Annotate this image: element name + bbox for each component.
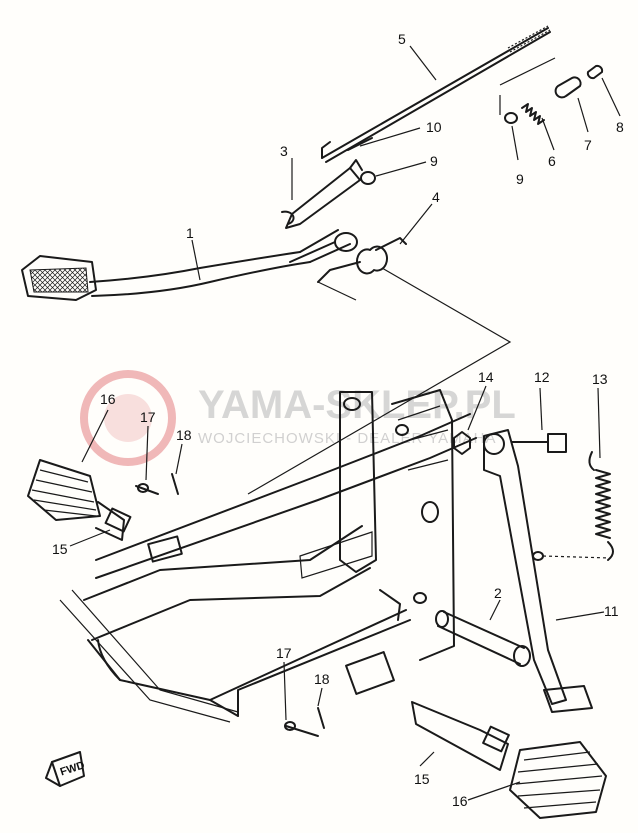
callout-1: 1: [186, 225, 194, 241]
callout-15-right: 15: [414, 771, 430, 787]
callout-17-right: 17: [276, 645, 292, 661]
callout-18-right: 18: [314, 671, 330, 687]
cotter-18-left: [171, 473, 179, 495]
watermark-logo-core: [104, 394, 152, 442]
frame: [59, 389, 477, 723]
watermark: YAMA-SKLEP.PL WOJCIECHOWSKI - DEALER YAM…: [80, 370, 516, 466]
stand-11: [483, 429, 611, 713]
callout-3: 3: [280, 143, 288, 159]
callout-9-lower: 9: [516, 171, 524, 187]
footrest-rubber-left: [27, 459, 132, 541]
adjuster-assembly: [499, 57, 604, 125]
callout-14: 14: [478, 369, 494, 385]
brake-pedal: [21, 159, 363, 301]
fwd-direction-marker: FWD: [45, 751, 87, 787]
footrest-rubber-right: [411, 701, 607, 819]
fwd-label: FWD: [59, 759, 87, 778]
callout-10: 10: [426, 119, 442, 135]
stand-shaft-2: [435, 610, 531, 667]
callout-17-left: 17: [140, 409, 156, 425]
callout-13: 13: [592, 371, 608, 387]
pin-17-right: [285, 725, 319, 737]
nut-14: [453, 431, 471, 455]
callout-11: 11: [604, 603, 619, 619]
pin-10: [347, 137, 373, 151]
watermark-logo: [80, 370, 176, 466]
washer-9-upper: [504, 112, 518, 124]
callout-8: 8: [616, 119, 624, 135]
callout-5: 5: [398, 31, 406, 47]
callout-4: 4: [432, 189, 440, 205]
clip-3: [281, 210, 295, 225]
nut-8: [586, 64, 604, 80]
callout-18-left: 18: [176, 427, 192, 443]
callout-15-left: 15: [52, 541, 68, 557]
watermark-subtitle: WOJCIECHOWSKI - DEALER YAMAHA: [198, 430, 496, 447]
callout-6: 6: [548, 153, 556, 169]
callout-9-upper: 9: [430, 153, 438, 169]
brake-rod: [321, 25, 551, 163]
cotter-18-right: [317, 707, 325, 729]
callout-2: 2: [494, 585, 502, 601]
watermark-brand: YAMA-SKLEP.PL: [198, 383, 516, 427]
callout-16-right: 16: [452, 793, 468, 809]
washer-9: [360, 171, 376, 185]
joint-7: [554, 76, 582, 99]
callout-16-left: 16: [100, 391, 116, 407]
spring-13: [588, 451, 614, 561]
spring-6: [521, 103, 545, 125]
bolt-12: [511, 433, 567, 453]
leader-lines: [69, 45, 621, 801]
callout-7: 7: [584, 137, 592, 153]
return-spring-4: [317, 237, 407, 283]
callout-12: 12: [534, 369, 550, 385]
